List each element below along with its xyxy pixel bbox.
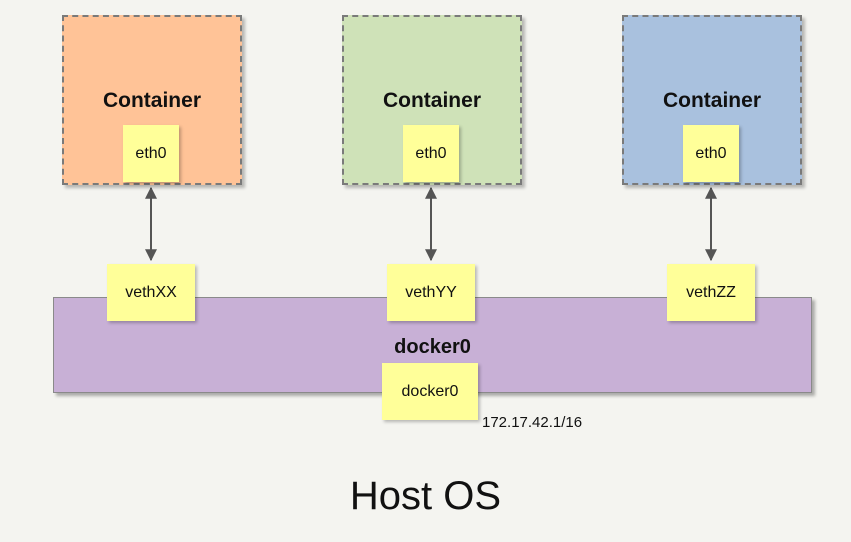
container-title: Container bbox=[382, 89, 481, 112]
container-title: Container bbox=[662, 89, 761, 112]
host-os-label: Host OS bbox=[349, 474, 502, 518]
eth0-interface-2: eth0 bbox=[403, 125, 459, 182]
container-title: Container bbox=[102, 89, 201, 112]
eth0-interface-1: eth0 bbox=[123, 125, 179, 182]
bridge-title: docker0 bbox=[394, 336, 471, 358]
veth-interface-3: vethZZ bbox=[667, 264, 755, 321]
bridge-ip-address: 172.17.42.1/16 bbox=[482, 414, 583, 431]
veth-interface-2: vethYY bbox=[387, 264, 475, 321]
eth0-interface-3: eth0 bbox=[683, 125, 739, 182]
veth-interface-1: vethXX bbox=[107, 264, 195, 321]
container-1: Container bbox=[62, 15, 242, 185]
docker0-interface: docker0 bbox=[382, 363, 478, 420]
